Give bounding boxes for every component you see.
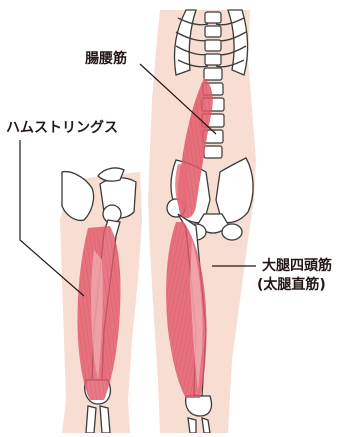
back-figure [60, 168, 142, 433]
psoas-label: 腸腰筋 [85, 50, 127, 68]
quadriceps-label: 大腿四頭筋 [262, 257, 332, 275]
hamstrings-label: ハムストリングス [6, 119, 118, 137]
quadriceps-sub-label: (太腿直筋) [257, 276, 326, 294]
front-figure [148, 10, 256, 433]
